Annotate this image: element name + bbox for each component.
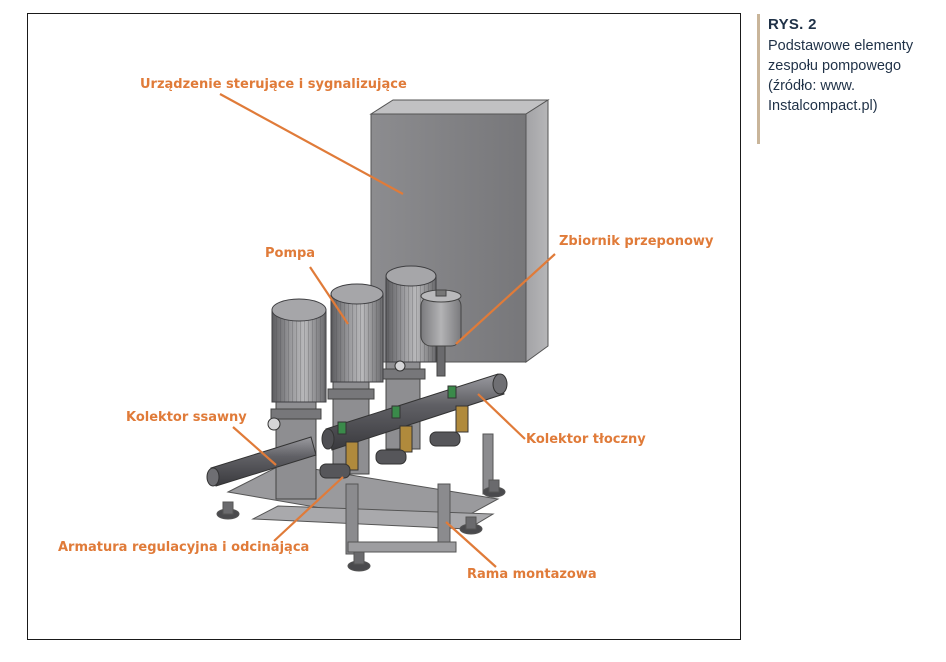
- pump-motors: [271, 265, 437, 403]
- label-suction-manifold: Kolektor ssawny: [126, 410, 247, 425]
- valve-fittings: [267, 360, 469, 479]
- figure-caption: RYS. 2 Podstawowe elementy zespołu pompo…: [757, 14, 946, 144]
- label-diaphragm-tank: Zbiornik przeponowy: [559, 234, 714, 249]
- label-discharge-manifold: Kolektor tłoczny: [526, 432, 646, 447]
- label-pump: Pompa: [265, 246, 316, 261]
- label-frame: Rama montazowa: [467, 567, 597, 582]
- leader-fittings: [273, 476, 344, 542]
- leader-control-unit: [219, 93, 404, 195]
- leader-suction-manifold: [232, 426, 277, 466]
- caption-text: Podstawowe elementy zespołu pompowego (ź…: [768, 38, 914, 114]
- label-fittings: Armatura regulacyjna i odcinająca: [58, 540, 310, 555]
- discharge-manifold: [321, 373, 508, 451]
- figure-frame: Urządzenie sterujące i sygnalizujące Pom…: [27, 13, 741, 640]
- caption-title: RYS. 2: [768, 16, 817, 33]
- leader-pump: [309, 266, 349, 325]
- suction-manifold: [206, 436, 317, 487]
- leader-frame: [445, 521, 497, 568]
- leader-lines: [219, 93, 556, 568]
- leader-diaphragm-tank: [455, 253, 556, 345]
- pump-set-illustration: [206, 93, 556, 572]
- diaphragm-tank: [420, 289, 462, 377]
- leader-discharge-manifold: [477, 393, 526, 440]
- label-control-unit: Urządzenie sterujące i sygnalizujące: [140, 77, 407, 92]
